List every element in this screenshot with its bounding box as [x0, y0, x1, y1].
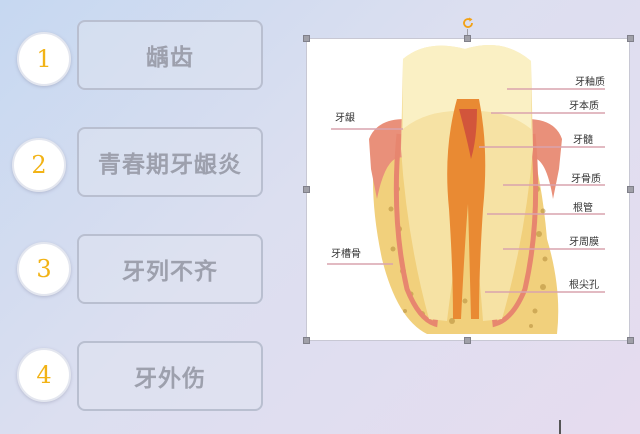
resize-handle-sw[interactable] — [303, 337, 310, 344]
label-apical-foramen: 根尖孔 — [569, 280, 599, 291]
resize-handle-w[interactable] — [303, 186, 310, 193]
resize-handle-nw[interactable] — [303, 35, 310, 42]
rotate-handle-icon[interactable] — [461, 16, 475, 30]
tooth-cross-section — [327, 45, 605, 334]
number-badge-2: 2 — [12, 138, 66, 192]
label-root-canal: 根管 — [573, 203, 593, 214]
number-badge-4: 4 — [17, 348, 71, 402]
tooth-diagram-image[interactable]: 牙釉质 牙龈 牙本质 牙髓 牙骨质 根管 牙槽骨 牙周膜 根尖孔 — [306, 38, 630, 341]
number-2: 2 — [31, 151, 47, 179]
resize-handle-se[interactable] — [627, 337, 634, 344]
label-periodontal-membrane: 牙周膜 — [569, 237, 599, 248]
number-4: 4 — [36, 361, 52, 389]
label-pulp: 牙髓 — [573, 135, 593, 146]
label-cementum: 牙骨质 — [571, 174, 601, 185]
rotate-handle-stem — [467, 29, 468, 39]
label-dentin: 牙本质 — [569, 101, 599, 112]
label-enamel: 牙釉质 — [575, 77, 605, 88]
text-cursor-icon — [559, 420, 561, 434]
card-dental-trauma[interactable]: 牙外伤 — [77, 341, 263, 411]
number-3: 3 — [36, 255, 52, 283]
resize-handle-e[interactable] — [627, 186, 634, 193]
card-malocclusion[interactable]: 牙列不齐 — [77, 234, 263, 304]
number-badge-3: 3 — [17, 242, 71, 296]
resize-handle-s[interactable] — [464, 337, 471, 344]
label-gum: 牙龈 — [335, 113, 355, 124]
number-badge-1: 1 — [17, 32, 71, 86]
card-label: 青春期牙龈炎 — [98, 152, 242, 178]
resize-handle-n[interactable] — [464, 35, 471, 42]
card-label: 龋齿 — [146, 45, 194, 71]
label-alveolar-bone: 牙槽骨 — [331, 249, 361, 260]
card-label: 牙外伤 — [134, 366, 206, 392]
card-caries[interactable]: 龋齿 — [77, 20, 263, 90]
resize-handle-ne[interactable] — [627, 35, 634, 42]
card-gingivitis[interactable]: 青春期牙龈炎 — [77, 127, 263, 197]
card-label: 牙列不齐 — [122, 259, 218, 285]
number-1: 1 — [36, 45, 52, 73]
